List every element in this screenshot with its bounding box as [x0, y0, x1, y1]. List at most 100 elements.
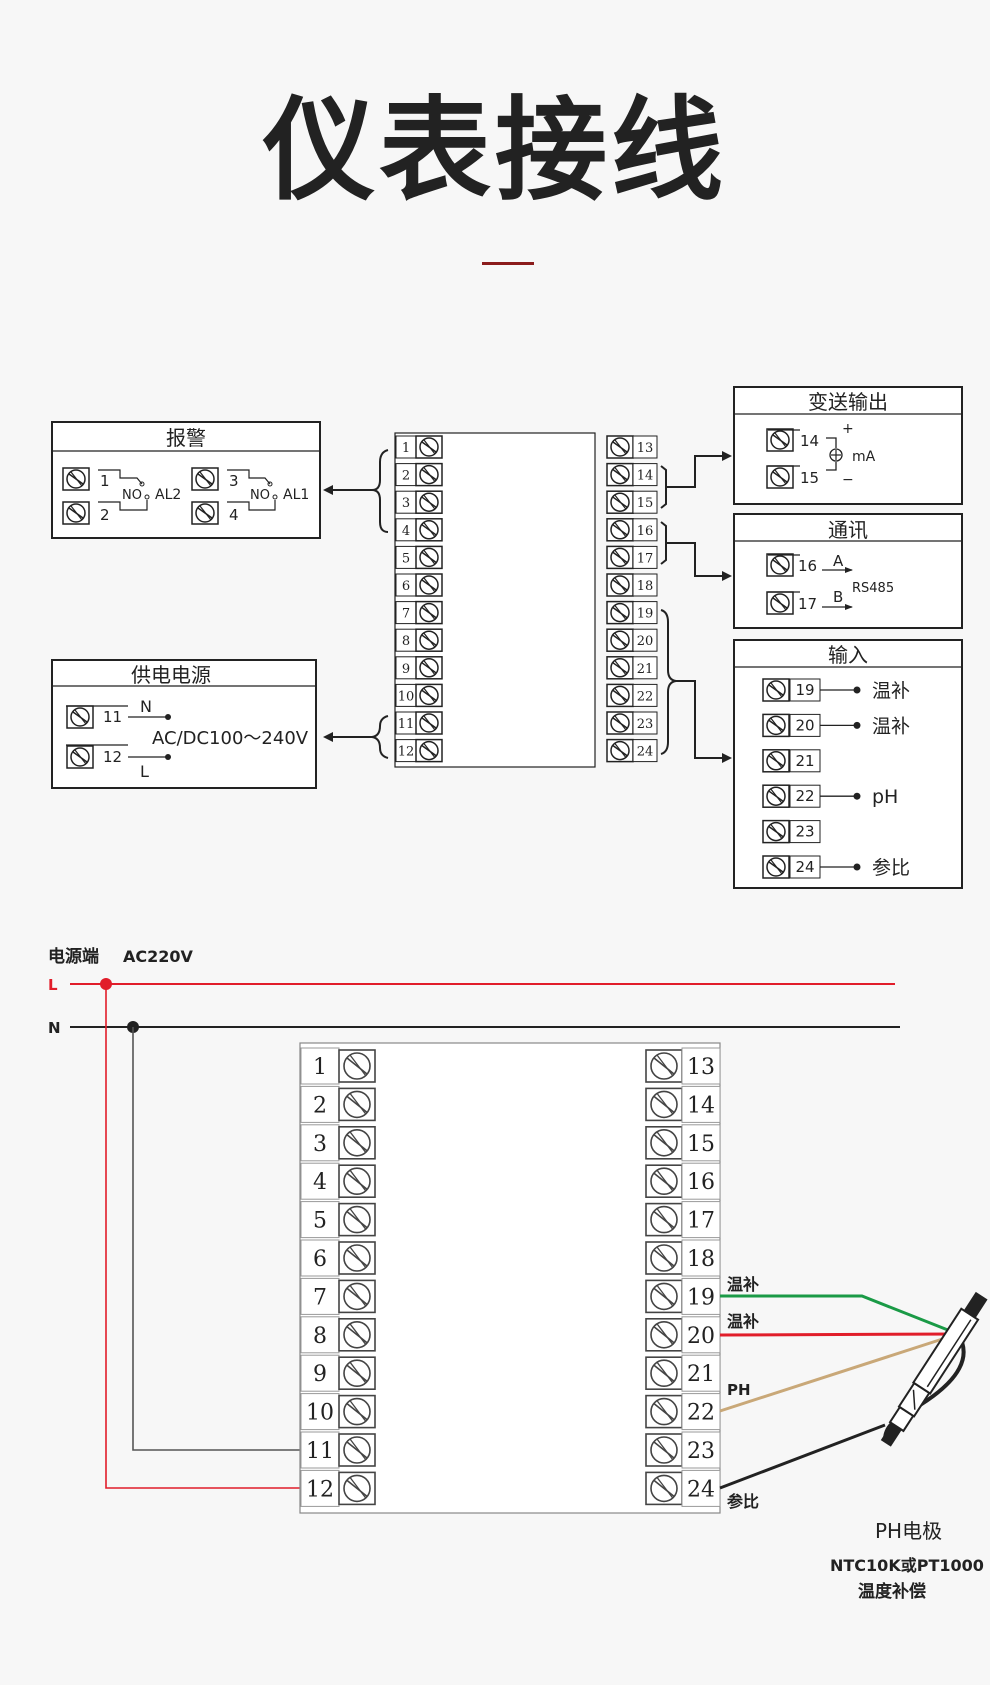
alarm-name-2: AL1: [283, 487, 309, 503]
top-term-left-5: 5: [402, 551, 410, 566]
power-box: 供电电源 11 12 N L AC/DC100～240V: [51, 659, 317, 789]
wiring-l-label: L: [48, 976, 58, 994]
input-term-box: [789, 820, 821, 844]
comm-title: 通讯: [828, 518, 868, 542]
top-term-num-box: [632, 490, 658, 514]
top-term-right-22: 22: [637, 689, 654, 704]
top-term-left-6: 6: [402, 579, 410, 594]
top-term-left-8: 8: [402, 634, 410, 649]
input-dot: [853, 863, 861, 871]
input-label-22: pH: [872, 786, 898, 808]
ph-electrode: [880, 1291, 988, 1447]
screw-terminal-icon: [415, 711, 443, 735]
wiring-power-label: 电源端: [48, 946, 99, 967]
bot-term-num-box: [300, 1124, 340, 1162]
power-n-label: N: [140, 697, 152, 716]
input-term-23: 23: [795, 823, 814, 841]
bot-term-left-11: 11: [306, 1439, 334, 1464]
bot-term-left-9: 9: [313, 1362, 327, 1387]
input-term-19: 19: [795, 681, 814, 699]
screw-terminal-icon: [645, 1394, 683, 1429]
bot-term-right-23: 23: [687, 1439, 715, 1464]
top-term-right-19: 19: [637, 607, 654, 622]
input-title: 输入: [828, 643, 868, 667]
screw-terminal-icon: [606, 545, 634, 570]
screw-terminal-icon: [338, 1164, 376, 1198]
bot-term-left-12: 12: [306, 1477, 334, 1502]
top-term-right-17: 17: [637, 551, 654, 566]
bot-term-right-18: 18: [687, 1247, 715, 1272]
bot-term-num-box: [681, 1162, 721, 1200]
bot-term-right-14: 14: [687, 1093, 715, 1118]
transmit-unit: mA: [852, 449, 876, 465]
bot-term-left-7: 7: [313, 1285, 327, 1310]
transmit-term-15: 15: [800, 469, 819, 487]
bot-term-num-box: [300, 1239, 340, 1277]
screw-terminal-icon: [606, 600, 634, 625]
screw-terminal-icon: [762, 749, 790, 773]
comm-b-label: B: [833, 588, 843, 606]
top-term-right-15: 15: [637, 496, 654, 511]
top-term-left-3: 3: [402, 496, 410, 511]
screw-terminal-icon: [645, 1241, 683, 1275]
top-term-left-1: 1: [402, 441, 410, 456]
power-l-label: L: [140, 762, 149, 781]
screw-terminal-icon: [606, 435, 634, 459]
brace-transmit: [660, 455, 725, 509]
screw-terminal-icon: [645, 1318, 683, 1352]
screw-terminal-icon: [338, 1087, 376, 1122]
screw-terminal-icon: [415, 545, 443, 570]
screw-terminal-icon: [606, 518, 634, 542]
screw-terminal-icon: [415, 435, 443, 459]
transmit-title: 变送输出: [808, 390, 888, 414]
bot-term-num-box: [681, 1277, 721, 1315]
top-term-right-16: 16: [637, 524, 654, 539]
bot-term-num-box: [681, 1047, 721, 1085]
top-term-right-18: 18: [637, 579, 654, 594]
bot-term-right-22: 22: [687, 1401, 715, 1426]
wire-19-label: 温补: [726, 1275, 759, 1294]
bot-term-num-box: [300, 1469, 340, 1507]
page-title: 仪表接线: [263, 86, 727, 216]
screw-terminal-icon: [606, 462, 634, 487]
bot-term-left-1: 1: [313, 1055, 327, 1080]
top-term-num-box: [632, 463, 658, 487]
screw-terminal-icon: [645, 1164, 683, 1198]
screw-terminal-icon: [645, 1087, 683, 1122]
comm-term-16: 16: [798, 557, 817, 575]
bot-term-num-box: [681, 1469, 721, 1507]
screw-terminal-icon: [762, 819, 790, 844]
brace-input: [660, 609, 725, 759]
screw-terminal-icon: [645, 1202, 683, 1237]
input-term-box: [789, 749, 821, 773]
transmit-box: 变送输出 14 15 + − mA: [733, 386, 963, 505]
input-label-24: 参比: [872, 857, 910, 879]
top-term-right-23: 23: [637, 717, 654, 732]
bot-term-num-box: [300, 1431, 340, 1469]
alarm-term-2: 2: [100, 506, 110, 524]
input-label-20: 温补: [872, 715, 910, 737]
top-term-right-13: 13: [637, 441, 654, 456]
screw-terminal-icon: [415, 683, 443, 708]
screw-terminal-icon: [338, 1126, 376, 1160]
bot-term-num-box: [300, 1277, 340, 1315]
screw-terminal-icon: [606, 683, 634, 708]
top-term-num-box: [632, 656, 658, 680]
brace-alarm: [371, 449, 389, 533]
bot-term-left-4: 4: [313, 1170, 327, 1195]
screw-terminal-icon: [762, 855, 790, 879]
top-term-num-box: [632, 545, 658, 569]
screw-terminal-icon: [415, 462, 443, 487]
screw-terminal-icon: [645, 1471, 683, 1506]
bot-term-left-8: 8: [313, 1324, 327, 1349]
screw-terminal-icon: [606, 490, 634, 514]
comm-a-label: A: [833, 552, 844, 570]
screw-terminal-icon: [415, 628, 443, 652]
power-spec: AC/DC100～240V: [152, 728, 309, 749]
top-term-num-box: [632, 518, 658, 542]
sensor-note: 温度补偿: [858, 1581, 926, 1602]
alarm-term-1: 1: [100, 472, 110, 490]
